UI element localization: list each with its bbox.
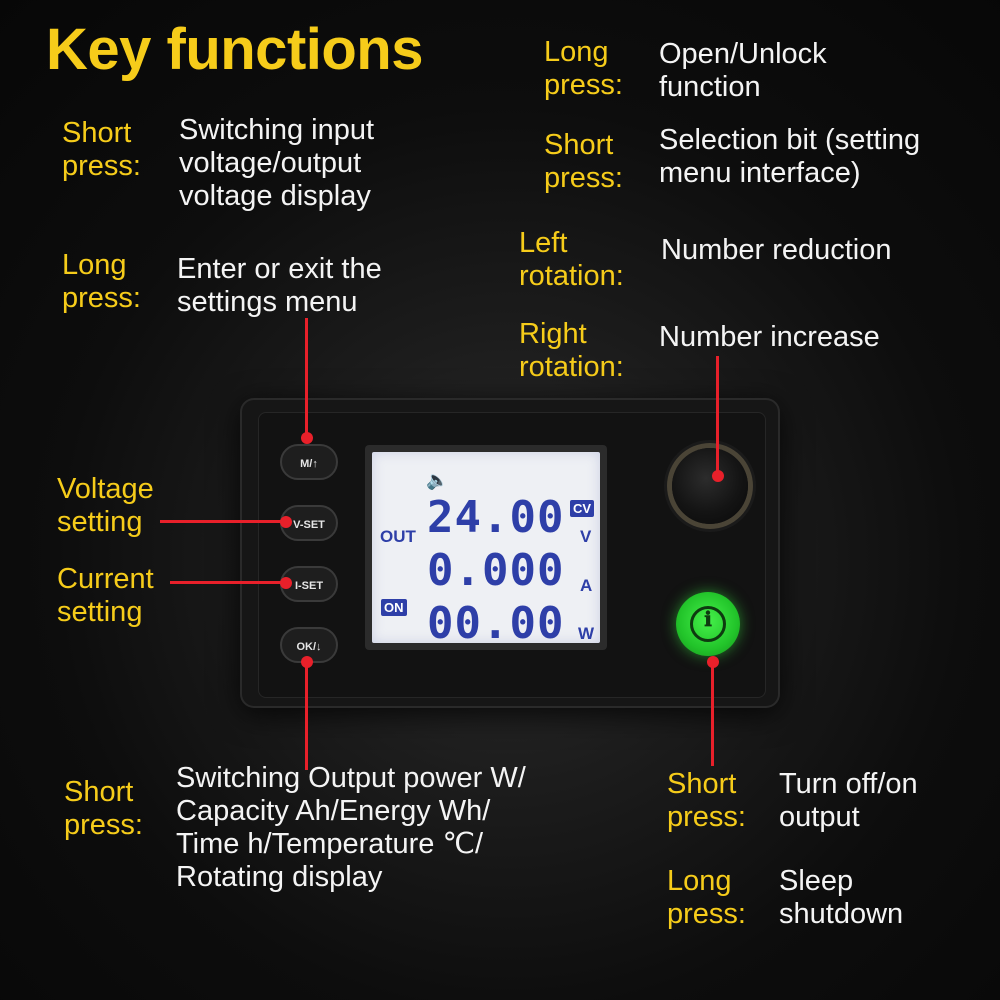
- lcd-voltage-readout: 24.00: [427, 492, 565, 543]
- lcd-unit-v: V: [580, 527, 592, 546]
- pointer-dot-power: [707, 656, 719, 668]
- knob-right-rotation-desc: Number increase: [659, 321, 880, 353]
- pointer-dot-v-set: [280, 516, 292, 528]
- pointer-v-set: [160, 520, 288, 523]
- power-icon: [690, 606, 726, 642]
- pointer-dot-knob: [712, 470, 724, 482]
- power-button[interactable]: ℹ: [676, 592, 740, 656]
- v-set-button[interactable]: V-SET: [280, 505, 338, 541]
- speaker-icon: 🔈: [426, 470, 449, 490]
- lcd-cv-indicator: CV: [570, 500, 595, 517]
- ok-short-press-desc: Switching Output power W/Capacity Ah/Ene…: [176, 762, 526, 893]
- pointer-ok-button: [305, 660, 308, 770]
- m-up-button[interactable]: M/↑: [280, 444, 338, 480]
- pointer-knob: [716, 356, 719, 478]
- pointer-dot-ok: [301, 656, 313, 668]
- pointer-dot-i-set: [280, 577, 292, 589]
- power-icon-glyph: ℹ: [704, 609, 712, 631]
- lcd-current-readout: 0.000: [427, 545, 565, 596]
- lcd-out-indicator: OUT: [380, 527, 416, 546]
- page-title: Key functions: [46, 17, 424, 82]
- pointer-dot-m: [301, 432, 313, 444]
- lcd-on-indicator: ON: [381, 599, 407, 616]
- knob-left-rotation-desc: Number reduction: [661, 234, 892, 266]
- pointer-m-button: [305, 318, 308, 438]
- lcd-unit-w: W: [578, 624, 595, 643]
- pointer-i-set: [170, 581, 288, 584]
- lcd-screen: [372, 452, 600, 643]
- pointer-power: [711, 662, 714, 766]
- lcd-power-readout: 00.00: [427, 598, 565, 649]
- rotary-encoder-knob[interactable]: [672, 448, 748, 524]
- lcd-unit-a: A: [580, 576, 593, 595]
